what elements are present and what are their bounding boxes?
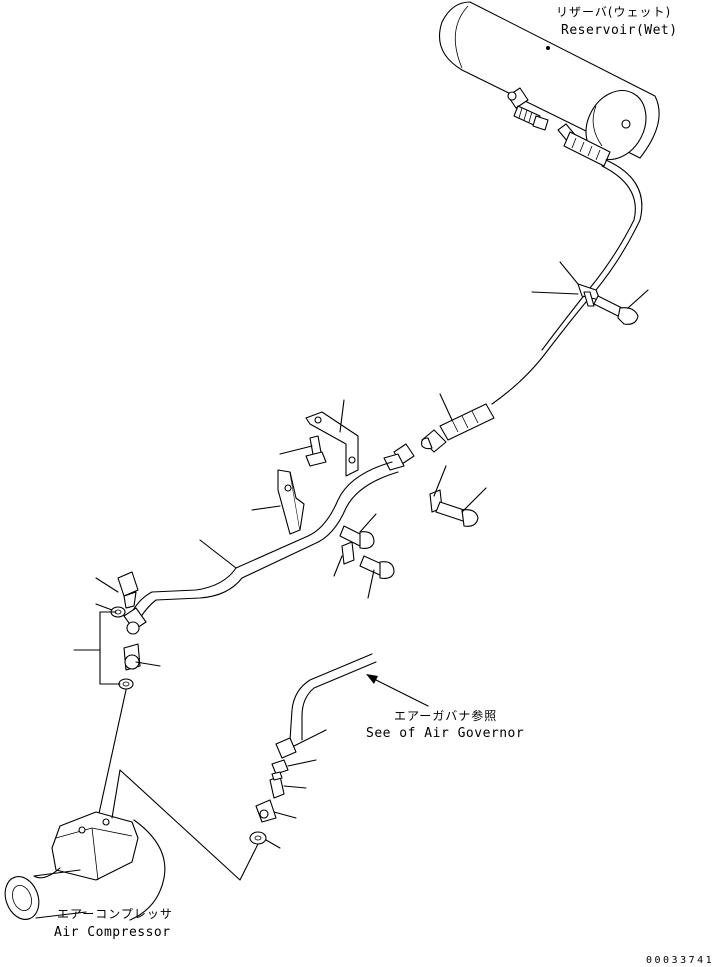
governor-label-jp: エアーガバナ参照 [394, 708, 497, 723]
tank-fitting-right [557, 123, 611, 167]
tube-clip-lower [341, 541, 355, 565]
assembly-bracket [73, 611, 121, 685]
tube-connector [383, 443, 415, 471]
compressor-label-jp: エアーコンプレッサ [57, 907, 173, 921]
governor-nut [275, 737, 297, 759]
reservoir-label-en: Reservoir(Wet) [561, 23, 678, 38]
governor-tube-outer [289, 653, 373, 741]
air-compressor [4, 811, 166, 921]
banjo-bolt [117, 571, 139, 609]
governor-elbow [255, 799, 277, 823]
lower-bracket [277, 469, 305, 535]
bolt-right [435, 501, 479, 527]
tank-fitting-left [507, 87, 549, 131]
leader-lines [95, 261, 649, 849]
washer-lower [118, 678, 134, 690]
governor-washer [271, 759, 289, 775]
drawing-number: 00033741 [646, 955, 714, 966]
hose-end-fitting [421, 403, 495, 453]
rigid-tube-inner [139, 471, 399, 619]
governor-connector [269, 771, 285, 799]
compressor-label-en: Air Compressor [54, 925, 171, 940]
governor-tube-inner [301, 661, 377, 741]
tube-end-nut [123, 607, 147, 635]
upper-bracket [305, 411, 359, 477]
governor-gasket [249, 831, 267, 845]
reservoir-tank [438, 1, 660, 160]
air-hose-inner [541, 165, 636, 351]
reservoir-label-jp: リザーバ(ウェット) [556, 5, 671, 19]
upper-bracket-bolt [305, 435, 327, 467]
air-hose [491, 159, 643, 405]
clamp-bolt [593, 295, 639, 325]
governor-line [119, 769, 259, 881]
elbow-fitting [123, 643, 141, 671]
bolt-center [339, 525, 375, 549]
governor-label-en: See of Air Governor [366, 726, 524, 741]
bolt-lower [359, 555, 395, 579]
rigid-tube-outer [131, 461, 393, 613]
compressor-feed-line [97, 689, 127, 819]
